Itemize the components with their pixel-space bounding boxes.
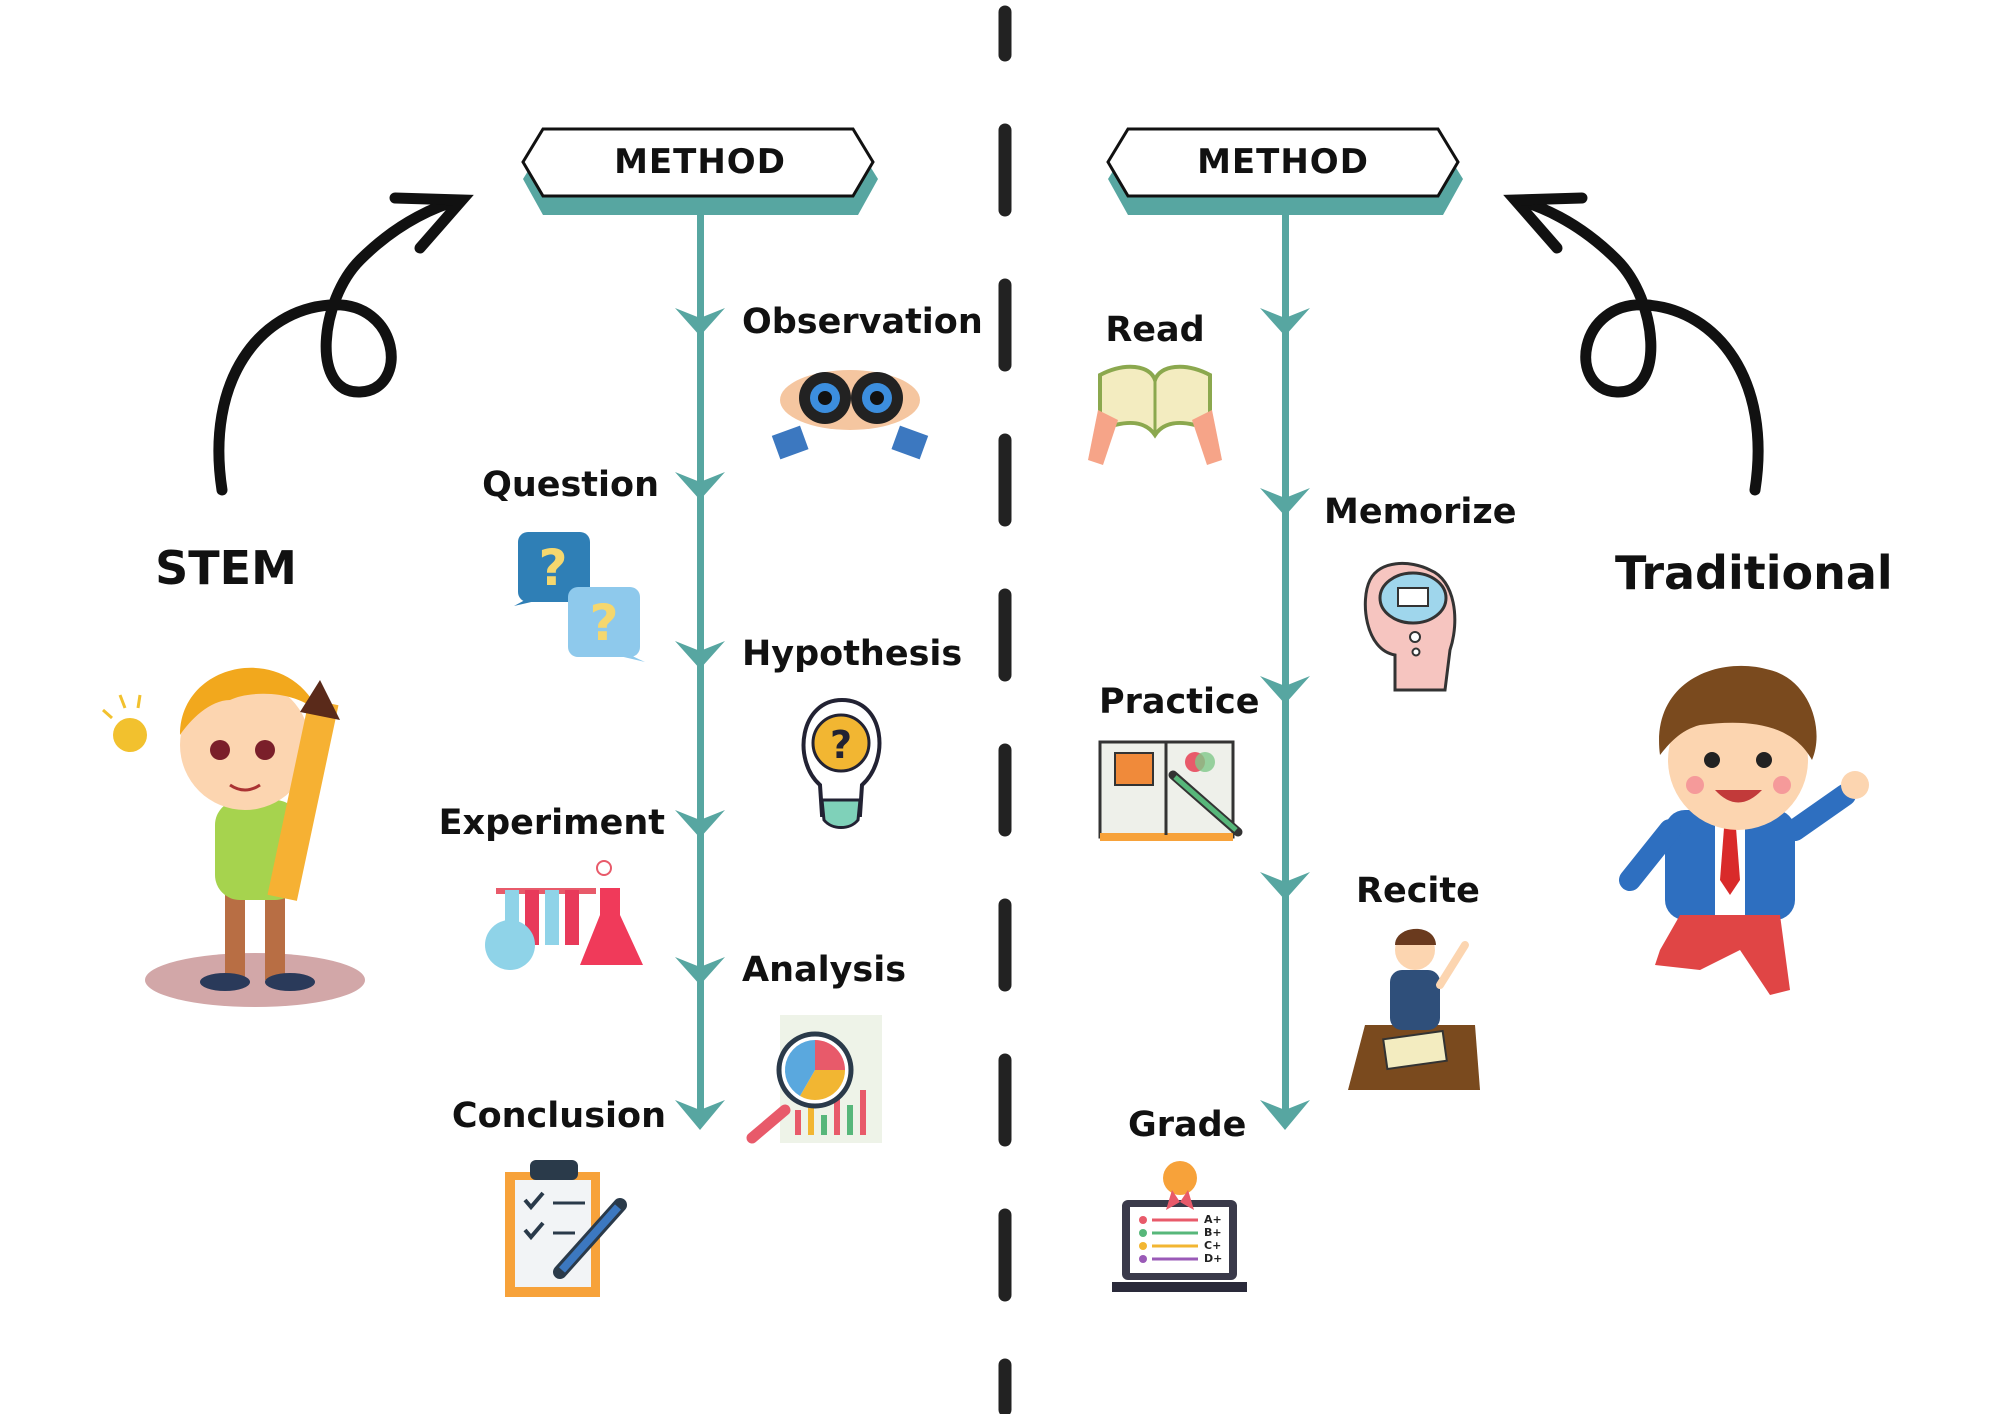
grade-b: B+ <box>1204 1226 1222 1239</box>
clipboard-checklist-icon <box>505 1160 627 1297</box>
step-read: Read <box>1105 310 1205 350</box>
grade-d: D+ <box>1204 1252 1223 1265</box>
step-hypothesis: Hypothesis <box>742 634 963 674</box>
traditional-method-label: METHOD <box>1197 142 1369 182</box>
step-practice: Practice <box>1099 682 1260 722</box>
step-grade: Grade <box>1128 1105 1247 1145</box>
traditional-method-header <box>1106 127 1463 215</box>
grade-list: A+ B+ C+ D+ <box>1204 1213 1222 1265</box>
traditional-title: Traditional <box>1615 546 1893 600</box>
step-memorize: Memorize <box>1324 492 1517 532</box>
stem-curly-arrow <box>213 192 474 496</box>
lab-flasks-icon <box>485 860 643 970</box>
reciting-student-icon <box>1348 928 1480 1090</box>
stem-student-illustration <box>102 667 365 1007</box>
step-observation: Observation <box>742 302 983 342</box>
traditional-curly-arrow <box>1503 192 1764 496</box>
traditional-timeline <box>1260 205 1310 1130</box>
step-question: Question <box>482 465 659 505</box>
traditional-student-illustration <box>1619 665 1869 995</box>
step-analysis: Analysis <box>742 950 907 990</box>
head-thinking-book-icon <box>1363 561 1457 692</box>
step-conclusion: Conclusion <box>451 1096 666 1136</box>
grade-c: C+ <box>1204 1239 1222 1252</box>
stem-method-label: METHOD <box>614 142 786 182</box>
svg-text:?: ? <box>589 594 618 652</box>
question-bubbles-icon: ? ? <box>514 532 645 662</box>
lightbulb-gear-icon: ? <box>801 697 882 829</box>
step-recite: Recite <box>1356 871 1480 911</box>
stem-method-header <box>521 127 878 215</box>
stem-title: STEM <box>155 541 297 595</box>
svg-text:?: ? <box>830 723 852 767</box>
analysis-magnifier-chart-icon <box>746 1015 882 1144</box>
practice-workbook-icon <box>1098 740 1243 841</box>
open-book-icon <box>1088 364 1222 465</box>
step-experiment: Experiment <box>438 803 665 843</box>
laptop-grades-icon <box>1112 1161 1247 1292</box>
binoculars-icon <box>771 370 929 460</box>
svg-text:?: ? <box>538 539 567 597</box>
stem-timeline <box>675 205 725 1130</box>
grade-a: A+ <box>1204 1213 1222 1226</box>
